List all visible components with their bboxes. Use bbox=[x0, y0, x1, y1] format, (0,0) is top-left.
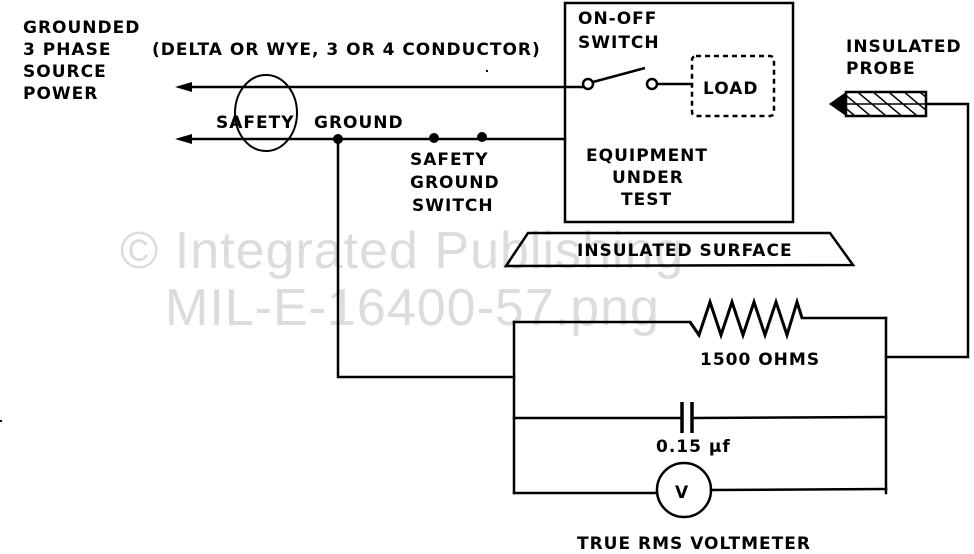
on-off-switch-label-line-1: ON-OFF bbox=[578, 9, 657, 29]
scan-speck bbox=[486, 70, 488, 72]
safety-ground-switch-label: SAFETY GROUND SWITCH bbox=[410, 150, 500, 216]
ground-arrow-icon bbox=[175, 134, 192, 144]
cable-bundle-ellipse bbox=[234, 74, 298, 152]
watermark-line-2: MIL-E-16400-57.png bbox=[165, 279, 660, 337]
equipment-under-test-box bbox=[563, 1, 795, 224]
phase-conductor bbox=[175, 82, 585, 92]
equipment-label-line-3: TEST bbox=[621, 190, 672, 210]
true-rms-voltmeter: V bbox=[512, 461, 888, 519]
on-off-switch-label-line-2: SWITCH bbox=[578, 33, 660, 53]
scan-speck bbox=[0, 420, 2, 422]
safety-ground-switch-contact-1[interactable] bbox=[429, 133, 439, 143]
switch-contact-left bbox=[581, 77, 595, 91]
ground-return-wire bbox=[336, 137, 516, 379]
resistor-1500-ohms bbox=[512, 296, 888, 340]
insulated-probe-label-line-1: INSULATED bbox=[846, 37, 962, 57]
watermark: © Integrated Publishing MIL-E-16400-57.p… bbox=[120, 222, 684, 337]
safety-ground-switch-line-1: SAFETY bbox=[410, 150, 489, 170]
capacitor-label: 0.15 µf bbox=[656, 437, 731, 457]
equipment-label-line-2: UNDER bbox=[612, 168, 684, 188]
switch-contact-right bbox=[645, 77, 659, 91]
voltmeter-label: TRUE RMS VOLTMETER bbox=[577, 534, 811, 554]
source-power-label: GROUNDED 3 PHASE SOURCE POWER bbox=[23, 18, 140, 104]
source-label-line-2: 3 PHASE bbox=[23, 40, 111, 60]
load-label: LOAD bbox=[703, 79, 759, 99]
source-label-line-1: GROUNDED bbox=[23, 18, 140, 38]
probe-tip-icon bbox=[829, 92, 846, 116]
capacitor-0-15uf bbox=[512, 402, 888, 433]
resistor-zigzag-icon bbox=[688, 296, 804, 340]
source-label-line-3: SOURCE bbox=[23, 62, 107, 82]
safety-ground-label-part1: SAFETY bbox=[216, 113, 295, 133]
safety-ground-label-part2: GROUND bbox=[314, 113, 404, 133]
equipment-label: EQUIPMENT UNDER TEST bbox=[586, 146, 708, 210]
insulated-surface-label: INSULATED SURFACE bbox=[577, 241, 793, 261]
conductor-note: (DELTA OR WYE, 3 OR 4 CONDUCTOR) bbox=[152, 40, 541, 60]
load-box bbox=[690, 54, 776, 118]
on-off-switch[interactable] bbox=[581, 66, 691, 91]
equipment-label-line-1: EQUIPMENT bbox=[586, 146, 708, 166]
insulated-probe[interactable] bbox=[829, 90, 928, 118]
insulated-surface bbox=[503, 231, 856, 268]
safety-ground-switch-line-2: GROUND bbox=[410, 173, 500, 193]
safety-ground-switch-line-3: SWITCH bbox=[412, 196, 494, 216]
capacitor-lead-right bbox=[691, 415, 888, 420]
probe-lead-wire bbox=[884, 102, 970, 359]
phase-arrow-icon bbox=[175, 82, 192, 92]
resistor-label: 1500 OHMS bbox=[700, 350, 820, 370]
insulated-probe-label-line-2: PROBE bbox=[846, 59, 916, 79]
watermark-line-1: © Integrated Publishing bbox=[120, 222, 684, 280]
voltmeter-lead-right bbox=[709, 487, 888, 492]
voltmeter-symbol: V bbox=[675, 483, 689, 503]
ground-conductor bbox=[175, 134, 567, 144]
source-label-line-4: POWER bbox=[23, 84, 98, 104]
safety-ground-switch-contact-2[interactable] bbox=[477, 132, 487, 142]
switch-blade bbox=[592, 66, 646, 84]
